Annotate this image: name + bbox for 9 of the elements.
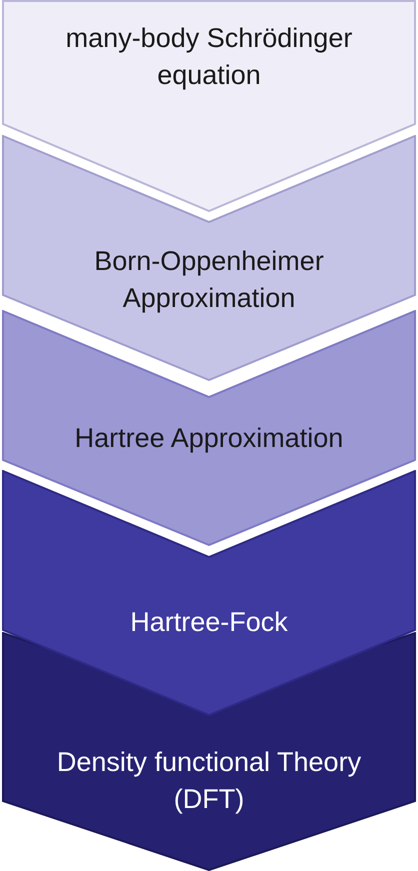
step-label: Born-Oppenheimer Approximation (93, 245, 325, 315)
step-label: Hartree-Fock (129, 606, 289, 639)
chevron-step (2, 0, 416, 212)
chevron-step (2, 470, 416, 716)
step-label: Hartree Approximation (74, 422, 344, 455)
chevron-step (2, 632, 416, 871)
step-label: Density functional Theory (DFT) (56, 746, 362, 816)
chevron-step (2, 135, 416, 381)
step-label: many-body Schrödinger equation (64, 22, 354, 92)
